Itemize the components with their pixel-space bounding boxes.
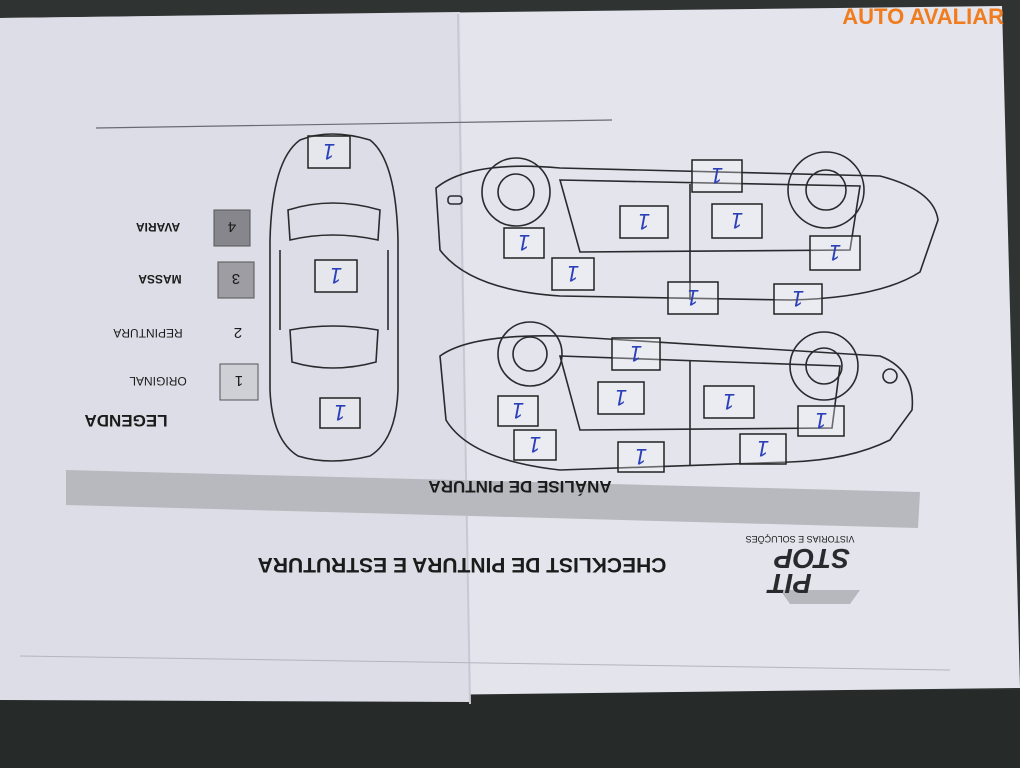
form-title: CHECKLIST DE PINTURA E ESTRUTURA [258, 553, 667, 576]
paper-fold [457, 13, 471, 705]
mark-box [703, 385, 755, 419]
mark-box [503, 227, 545, 259]
car-lower-hub-rear [512, 336, 548, 372]
car-upper-hub-rear [497, 173, 535, 211]
car-lower-light [882, 368, 898, 384]
legend-code-3: 3 [232, 270, 240, 287]
legend-code-2: 2 [234, 324, 242, 341]
mark-value: 1 [323, 139, 335, 164]
car-upper-cabin [558, 179, 861, 253]
legend-box-1 [219, 363, 259, 401]
legend-code-1: 1 [235, 372, 243, 389]
mark-box [711, 203, 763, 239]
mark-value: 1 [815, 408, 827, 433]
car-upper-light [447, 195, 463, 205]
car-lower-hub-front [805, 347, 843, 385]
mark-box [797, 405, 845, 437]
car-lower-cabin [558, 355, 841, 431]
car-upper-body-outline [435, 165, 939, 301]
mark-value: 1 [638, 209, 650, 234]
mark-box [691, 159, 743, 193]
mark-box [739, 433, 787, 465]
mark-value: 1 [711, 163, 723, 188]
mark-box [809, 235, 861, 271]
mark-box [773, 283, 823, 315]
mark-box [667, 281, 719, 315]
mark-value: 1 [635, 444, 647, 469]
mark-value: 1 [529, 432, 541, 457]
seat-shadow [0, 690, 1020, 768]
watermark: AUTO AVALIAR [842, 4, 1004, 29]
logo-word-stop: STOP [774, 543, 850, 574]
mark-value: 1 [731, 208, 743, 233]
mark-box [513, 429, 557, 461]
section-banner-text: ANÁLISE DE PINTURA [428, 477, 611, 496]
legend-code-4: 4 [228, 218, 236, 235]
logo-flag-stripe [780, 590, 860, 604]
mark-box [314, 259, 358, 293]
company-logo: STOP PIT VISTORIAS E SOLUÇÕES [746, 534, 860, 604]
rule-line-top [95, 119, 613, 129]
legend-label-3: MASSA [138, 272, 182, 286]
mark-value: 1 [518, 230, 530, 255]
paper-left-half [0, 12, 470, 702]
car-side-view-upper [435, 151, 939, 301]
legend-box-3 [217, 261, 255, 299]
mark-value: 1 [687, 285, 699, 310]
car-top-rear-window [289, 325, 379, 369]
inspection-marks: 1 1 1 1 1 1 1 1 1 1 1 1 1 1 1 1 1 1 [307, 135, 861, 473]
car-upper-hub-front [805, 169, 847, 211]
section-banner [66, 470, 920, 528]
mark-value: 1 [512, 398, 524, 423]
legend: LEGENDA 1 ORIGINAL 2 REPINTURA 3 MASSA 4… [84, 209, 259, 430]
mark-value: 1 [567, 261, 579, 286]
mark-value: 1 [630, 341, 642, 366]
mark-value: 1 [757, 436, 769, 461]
legend-label-2: REPINTURA [113, 326, 182, 340]
mark-box [597, 381, 645, 415]
mark-value: 1 [723, 389, 735, 414]
car-side-view-lower [439, 321, 914, 471]
mark-box [319, 397, 361, 429]
mark-box [617, 441, 665, 473]
legend-heading: LEGENDA [84, 411, 167, 430]
mark-box [497, 395, 539, 427]
car-upper-wheel-front [787, 151, 865, 229]
mark-value: 1 [829, 240, 841, 265]
legend-box-4 [213, 209, 251, 247]
mark-value: 1 [792, 286, 804, 311]
car-top-outline [269, 133, 399, 462]
car-top-view [269, 133, 399, 462]
car-lower-wheel-front [789, 331, 859, 401]
car-lower-wheel-rear [497, 321, 563, 387]
car-upper-wheel-rear [481, 157, 551, 227]
mark-box [619, 205, 669, 239]
legend-label-1: ORIGINAL [129, 374, 187, 388]
logo-word-pit: PIT [765, 568, 811, 599]
car-lower-body-outline [439, 335, 914, 471]
mark-value: 1 [334, 400, 346, 425]
watermark-brand: AUTO AVALIAR [842, 4, 1004, 29]
mark-box [551, 257, 595, 291]
mark-value: 1 [330, 263, 342, 288]
mark-box [611, 337, 661, 371]
mark-value: 1 [615, 385, 627, 410]
rule-line-bottom [19, 655, 951, 671]
legend-label-4: AVARIA [136, 220, 181, 234]
car-top-windshield [287, 202, 381, 241]
mark-box [307, 135, 351, 169]
logo-tagline: VISTORIAS E SOLUÇÕES [746, 534, 855, 544]
